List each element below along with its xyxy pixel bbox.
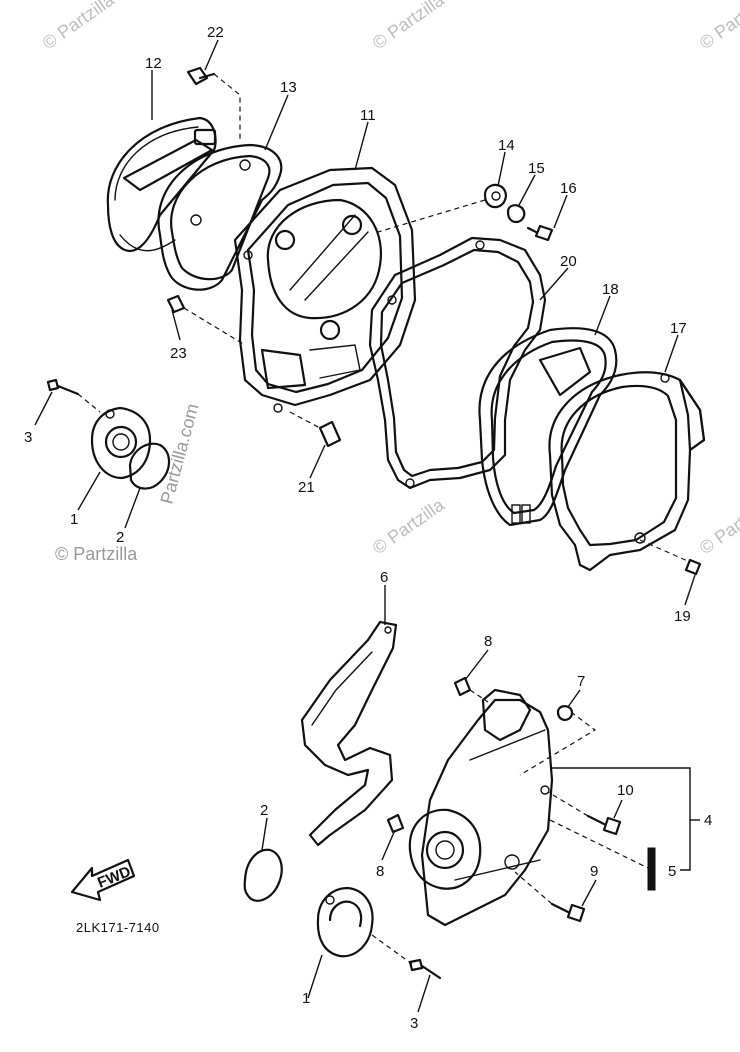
part-6-cover-gasket [300,620,398,847]
callout-14: 14 [498,137,515,154]
watermark-top-center: © Partzilla [369,0,449,53]
part-16-screw [526,224,554,242]
watermark-top-left: © Partzilla [39,0,119,53]
part-2-small-gasket-bottom [243,848,283,902]
part-15-washer [506,204,526,224]
part-20-large-gasket [368,236,547,490]
watermark-top-right: © Partzilla [696,0,740,53]
part-5-strip [549,819,656,891]
part-8-dowel-bottom [386,813,405,834]
callout-12: 12 [145,55,162,72]
part-7-nut [519,705,597,776]
part-18-gasket [478,327,618,527]
watermark-vertical: Partzilla.com [157,401,203,506]
part-1-small-cover-bottom [316,886,374,958]
part-9-bolt [514,871,586,923]
callout-1-bottom: 1 [302,990,310,1007]
part-23-plug [166,294,246,346]
callout-6: 6 [380,569,388,586]
callout-18: 18 [602,281,619,298]
fwd-label: FWD [95,863,133,892]
part-19-screw [639,539,702,576]
callout-8-top: 8 [484,633,492,650]
callout-labels: 22 12 13 11 14 15 16 20 18 17 23 3 1 2 2… [24,24,712,1032]
part-3-bolt-top [46,378,101,413]
part-22-bolt [186,66,241,140]
callout-4: 4 [704,812,712,829]
part-8-dowel-top [453,676,489,703]
part-17-outer-cover [548,371,706,572]
leader-lines [34,39,700,1013]
callout-11: 11 [360,107,376,124]
callout-1-top: 1 [70,511,78,528]
diagram-code: 2LK171-7140 [76,920,160,935]
callout-15: 15 [528,160,545,177]
part-10-bolt [547,791,622,836]
part-12-cover-plate [106,116,217,253]
watermark-mid-right: © Partzilla [696,494,740,558]
callout-10: 10 [617,782,634,799]
callout-8-bottom: 8 [376,863,384,880]
callout-9: 9 [590,863,598,880]
part-1-small-cover-top [90,406,152,480]
part-3-bolt-bottom [371,934,442,980]
part-14-damper [377,183,507,233]
callout-17: 17 [670,320,687,337]
callout-21: 21 [298,479,315,496]
part-2-small-gasket-top [128,442,171,490]
fwd-arrow-icon: FWD [70,858,136,902]
callout-16: 16 [560,180,577,197]
callout-3-bottom: 3 [410,1015,418,1032]
callout-5: 5 [668,863,676,880]
part-4-crankcase-cover-assembly [408,688,554,927]
callout-3-top: 3 [24,429,32,446]
watermark-mid-center: © Partzilla [369,494,449,558]
callout-19: 19 [674,608,691,625]
part-21-dowel [289,411,342,448]
part-13-gasket-ring [157,143,283,291]
callout-20: 20 [560,253,577,270]
callout-2-top: 2 [116,529,124,546]
callout-2-bottom: 2 [260,802,268,819]
callout-23: 23 [170,345,187,362]
watermark-mid-left: © Partzilla [55,544,138,564]
callout-7: 7 [577,673,585,690]
callout-22: 22 [207,24,224,41]
callout-13: 13 [280,79,297,96]
